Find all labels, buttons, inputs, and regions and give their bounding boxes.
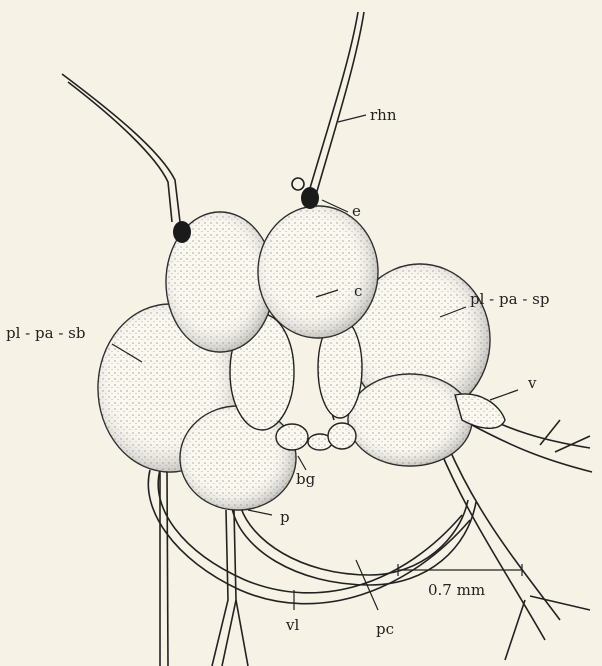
label-pl-pa-sb: pl - pa - sb [6,324,85,342]
label-c: c [354,282,362,300]
eye-right [301,187,319,209]
label-p: p [280,508,290,526]
label-bg: bg [296,470,316,488]
scale-bar-label: 0.7 mm [428,581,485,599]
label-vl: vl [285,616,299,634]
label-v: v [527,374,537,392]
label-pl-pa-sp: pl - pa - sp [470,290,549,308]
buccal-ganglia [276,423,356,450]
label-pc: pc [376,620,394,638]
ganglion-lobes [98,206,505,510]
label-e: e [352,202,361,220]
eye-left [173,221,191,243]
label-rhn: rhn [370,106,397,124]
